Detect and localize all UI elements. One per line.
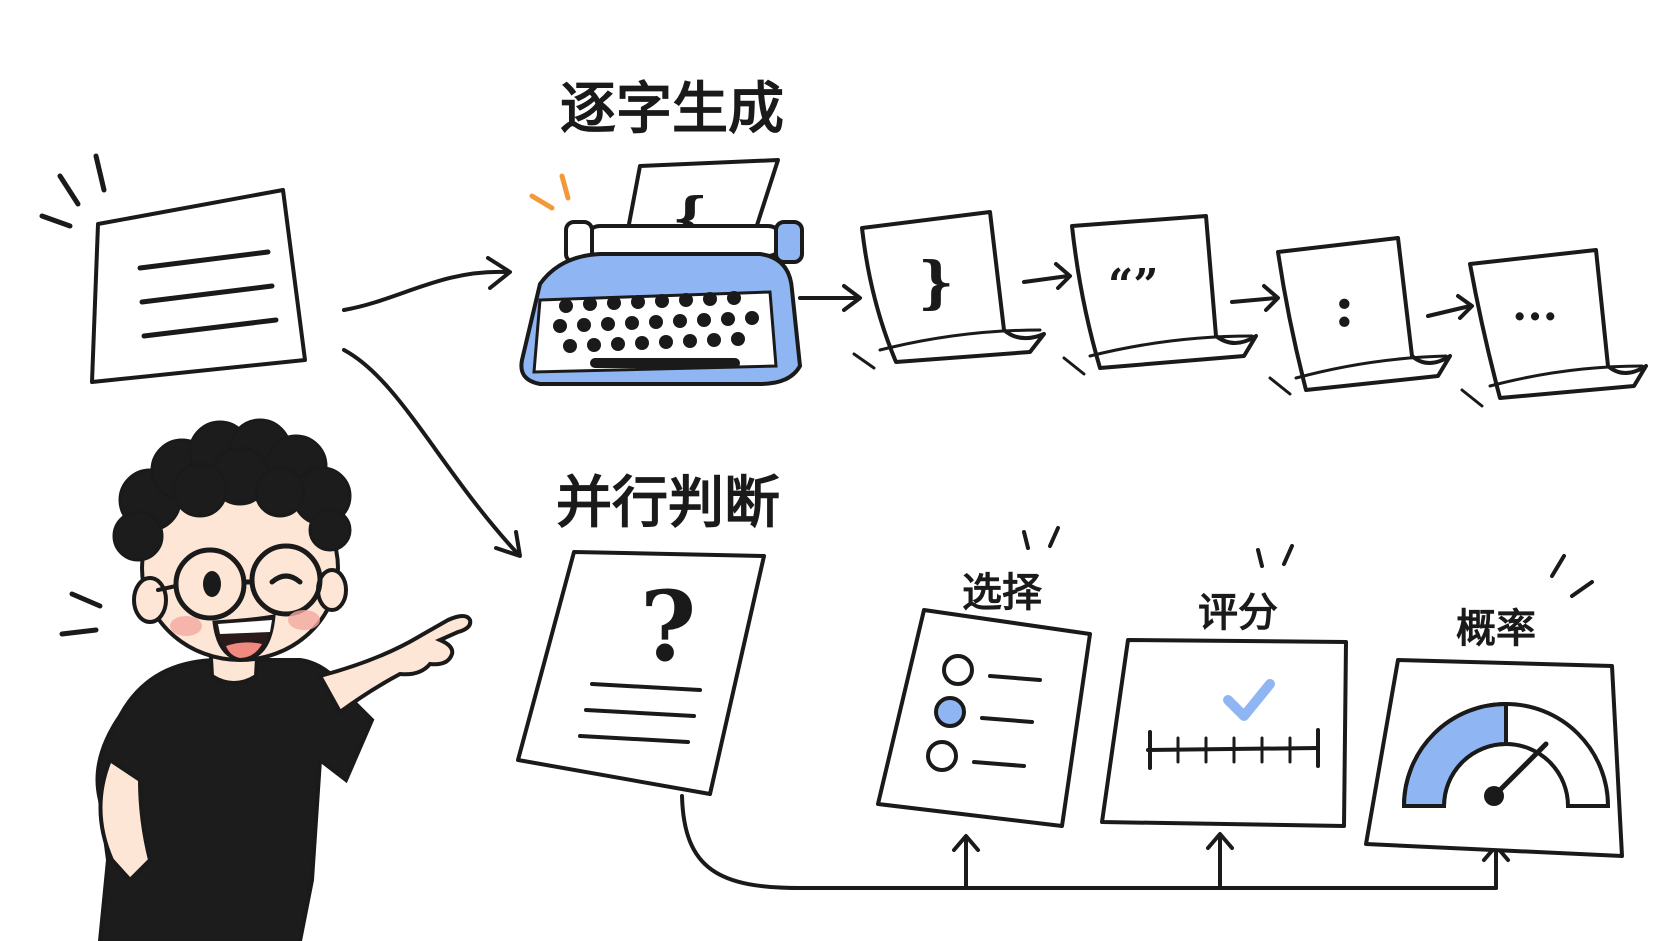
arrow-seq-1-head xyxy=(842,284,862,312)
token-page-3: : xyxy=(1268,236,1452,396)
arrow-seq-4-head xyxy=(1456,294,1474,320)
score-tick-1 xyxy=(1256,548,1264,568)
arrow-to-sequential xyxy=(342,256,512,312)
arrow-seq-3 xyxy=(1230,296,1278,304)
arrow-seq-2 xyxy=(1022,274,1070,284)
source-document-icon xyxy=(39,153,307,384)
token-page-1: } xyxy=(852,210,1046,370)
token-page-4: ... xyxy=(1460,248,1648,408)
token-page-2: “” xyxy=(1062,214,1258,376)
parallel-connector xyxy=(680,794,1510,890)
radio-list-icon xyxy=(876,608,1092,828)
question-document-icon: ? xyxy=(516,550,766,796)
arrow-seq-3-head xyxy=(1262,284,1280,312)
token-page-4-glyph: ... xyxy=(1512,280,1558,331)
token-page-1-glyph: } xyxy=(918,250,954,316)
arrow-seq-2-head xyxy=(1054,262,1072,290)
person-pointing-illustration xyxy=(59,418,473,941)
parallel-title: 并行判断 xyxy=(556,471,780,536)
score-tick-2 xyxy=(1282,544,1294,566)
output-score-label: 评分 xyxy=(1198,590,1278,636)
arrow-to-parallel xyxy=(342,348,522,558)
token-page-3-glyph: : xyxy=(1334,274,1355,340)
prob-tick-2 xyxy=(1570,580,1594,598)
sequential-title: 逐字生成 xyxy=(560,77,784,142)
choice-tick-1 xyxy=(1022,530,1030,550)
output-choice-label: 选择 xyxy=(962,570,1043,616)
token-page-2-glyph: “” xyxy=(1108,260,1159,311)
choice-tick-2 xyxy=(1048,526,1060,548)
question-glyph: ? xyxy=(640,570,696,683)
output-probability-label: 概率 xyxy=(1456,606,1536,652)
rating-scale-icon xyxy=(1100,638,1348,828)
gauge-icon xyxy=(1364,658,1624,858)
typewriter-icon: { xyxy=(519,158,804,386)
arrow-seq-4 xyxy=(1426,304,1472,318)
prob-tick-1 xyxy=(1550,554,1566,578)
